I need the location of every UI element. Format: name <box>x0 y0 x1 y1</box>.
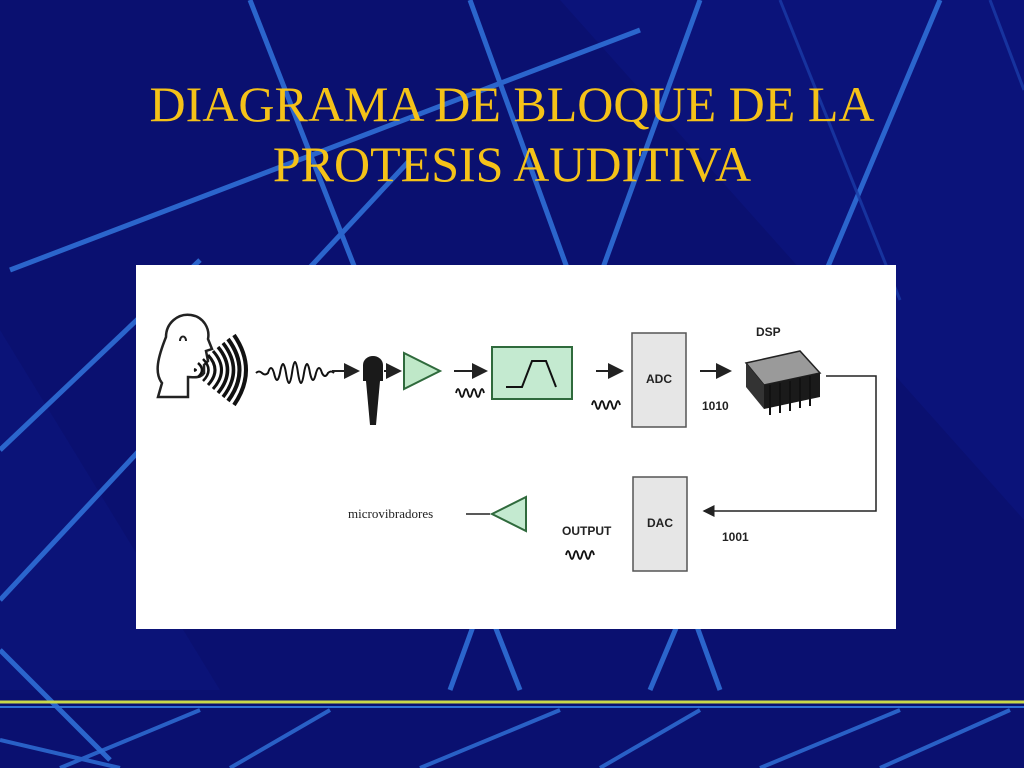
block-diagram: ADC 1010 DSP 1001 DAC OUTP <box>156 313 877 572</box>
microphone-icon <box>363 356 383 425</box>
adc-block: ADC <box>631 332 687 428</box>
amplified-wave-icon <box>455 388 485 398</box>
head-icon <box>156 313 214 399</box>
slide-title-line-2: PROTESIS AUDITIVA <box>272 136 752 192</box>
adc-output-code: 1010 <box>702 399 729 413</box>
acoustic-wave-icon <box>255 361 335 384</box>
bandpass-filter-icon <box>491 346 573 400</box>
dsp-chip-icon <box>744 350 822 415</box>
sound-waves-icon <box>193 333 248 407</box>
output-amplifier-icon <box>489 495 527 533</box>
filtered-wave-icon <box>591 400 621 410</box>
dsp-label: DSP <box>756 325 781 339</box>
microvibrators-label: microvibradores <box>348 506 433 521</box>
amplifier-icon <box>403 351 443 391</box>
connector-dsp-to-dac <box>702 375 877 517</box>
dac-input-code: 1001 <box>722 530 749 544</box>
slide-title-line-1: DIAGRAMA DE BLOQUE DE LA <box>149 76 875 132</box>
output-label: OUTPUT <box>562 524 612 538</box>
dac-label: DAC <box>647 516 673 530</box>
adc-label: ADC <box>646 372 672 386</box>
slide-title: DIAGRAMA DE BLOQUE DE LA PROTESIS AUDITI… <box>40 74 984 194</box>
output-wave-icon <box>565 550 595 560</box>
block-diagram-panel: ADC 1010 DSP 1001 DAC OUTP <box>136 265 896 629</box>
footer-decoration <box>0 700 1024 768</box>
dac-block: DAC <box>632 476 688 572</box>
